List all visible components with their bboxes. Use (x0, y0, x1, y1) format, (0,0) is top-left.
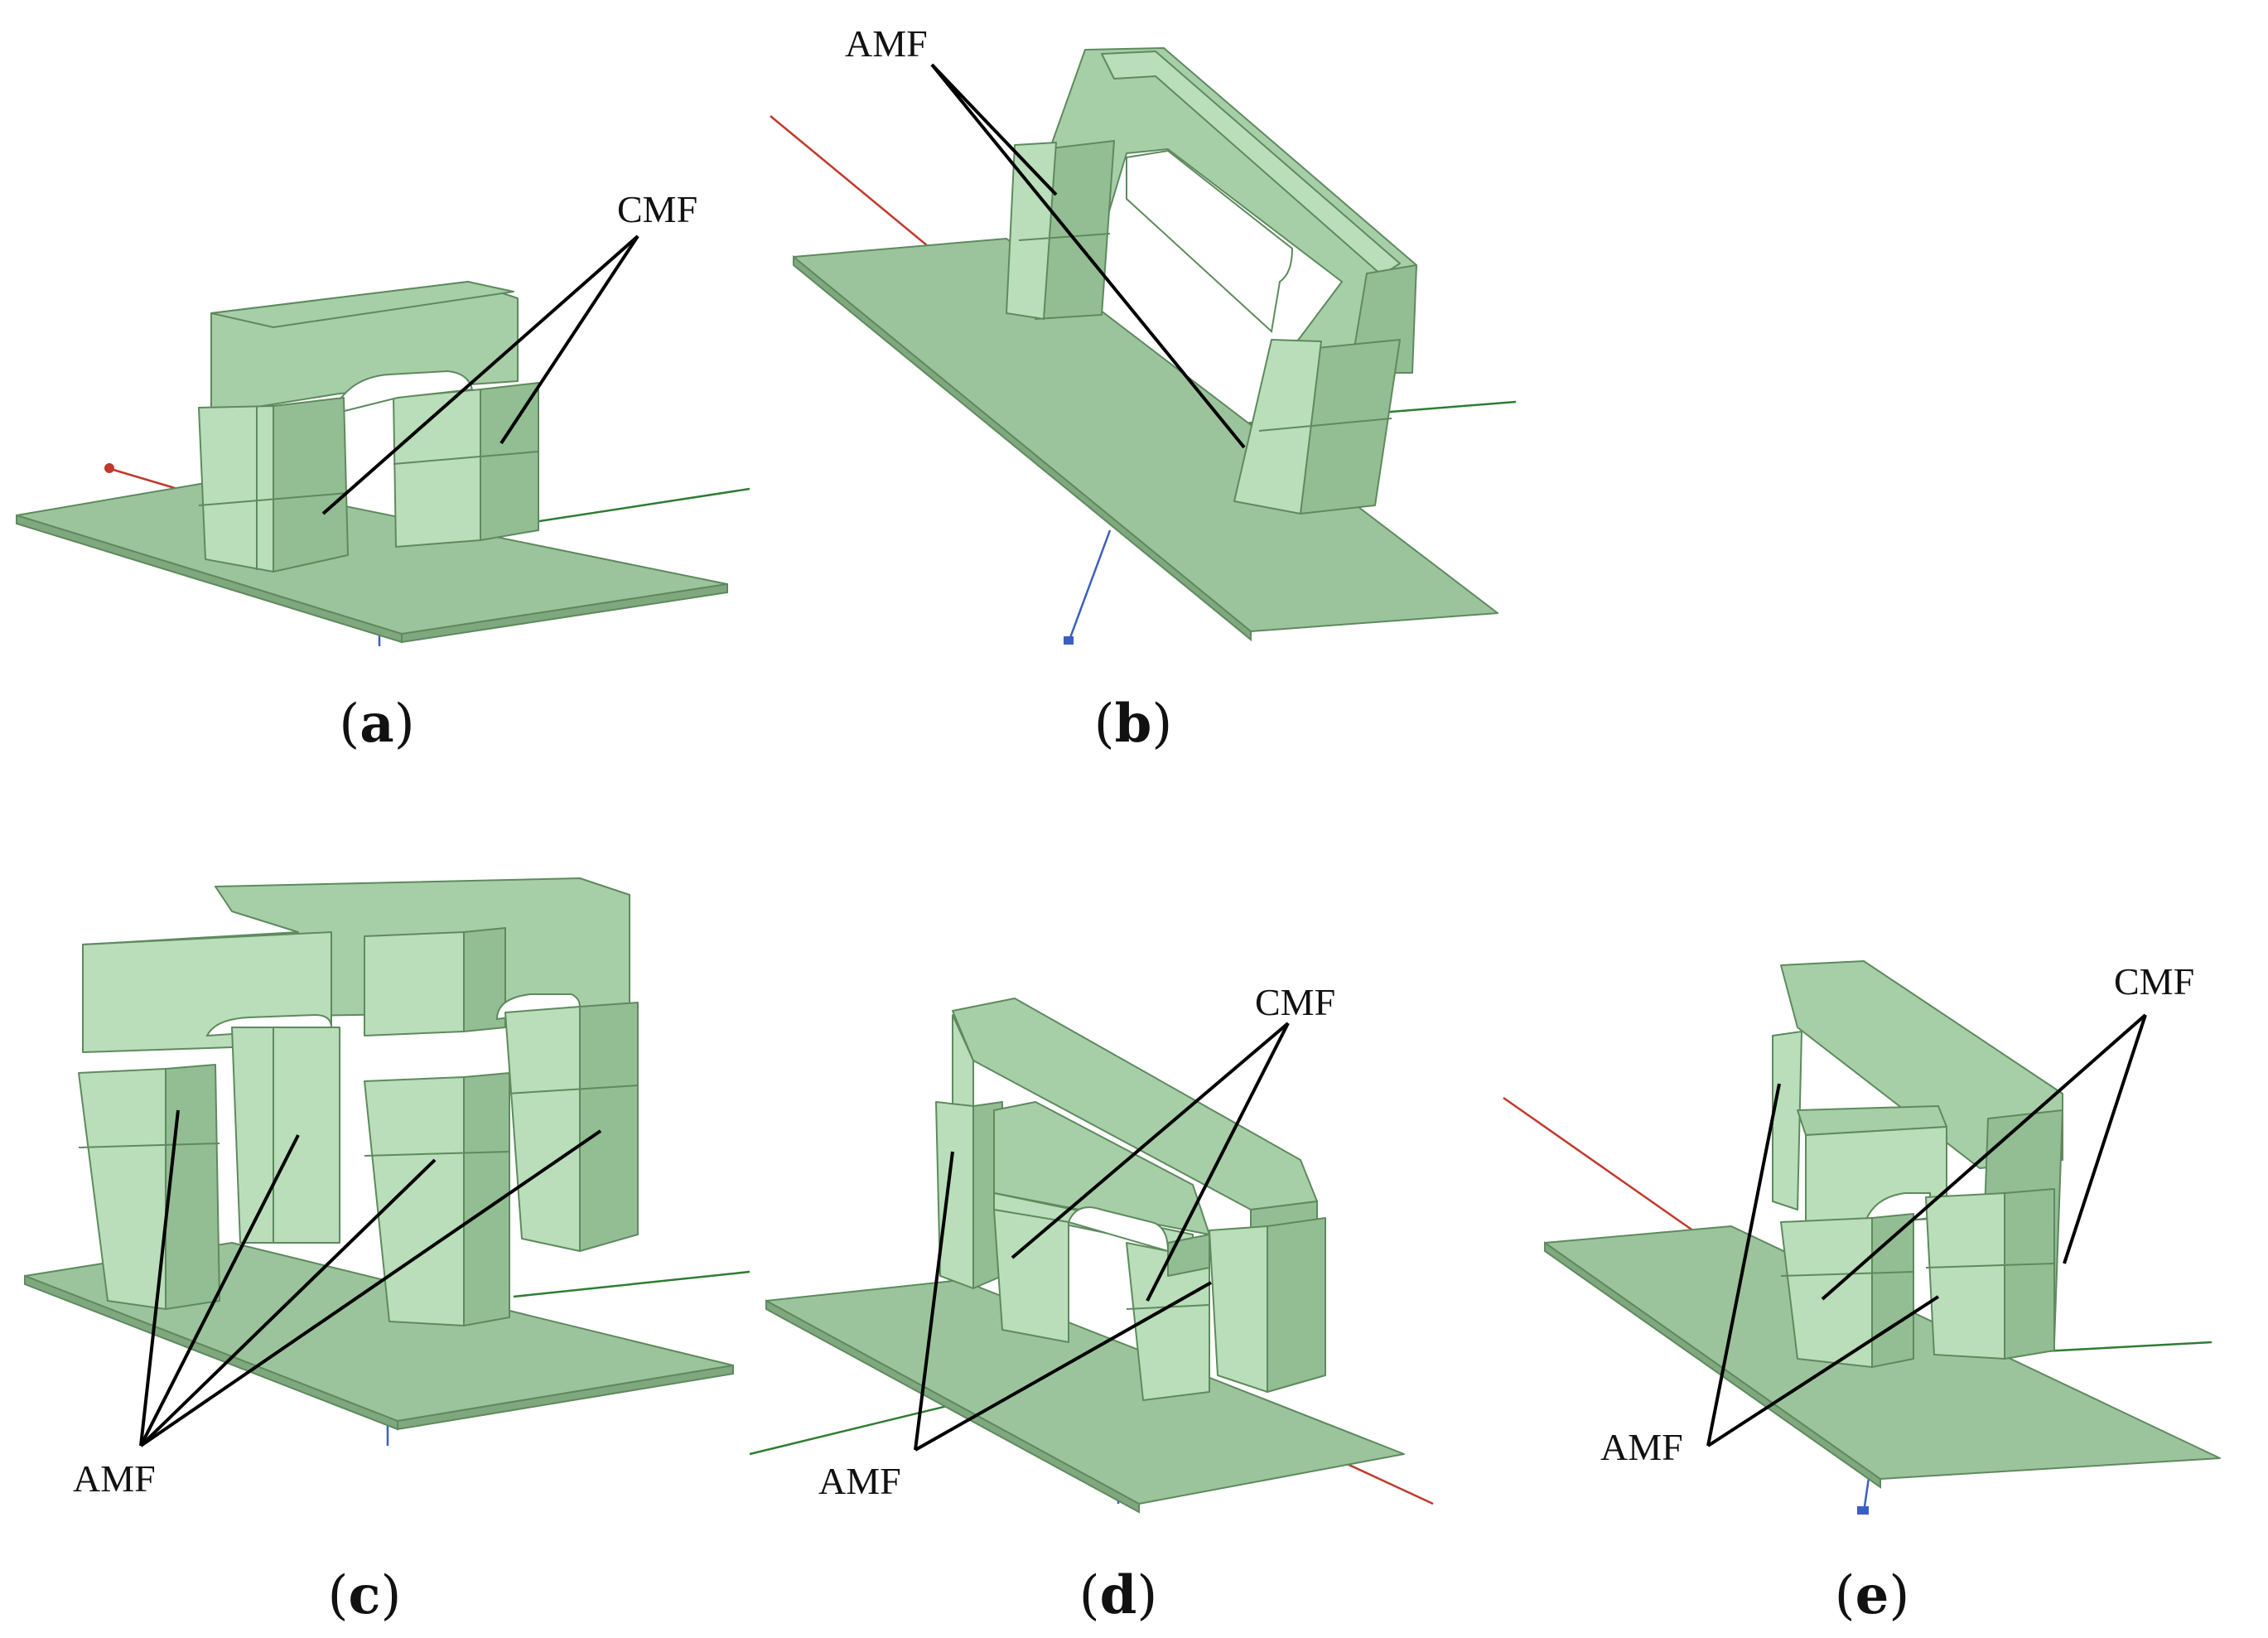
label-cmf-e: CMF (2114, 960, 2194, 1003)
core-leg-cmf-left-e (1780, 1217, 1873, 1368)
core-leg-cmf-right-e (1925, 1192, 2005, 1360)
label-amf-b: AMF (845, 22, 928, 65)
core-front-d (993, 1101, 1210, 1235)
leader-amf-b-2 (930, 63, 1246, 449)
core-leg-back-left-e (1772, 1031, 1802, 1210)
axis-y-c (513, 1270, 750, 1298)
leader-cmf-e-2 (2063, 1014, 2147, 1264)
core-back-e (1780, 960, 2063, 1169)
leader-cmf-d-1 (1011, 1022, 1290, 1259)
core-leg-back-right-d (1209, 1225, 1268, 1393)
core-leg-front-left-c (78, 1068, 166, 1310)
core-leg-left-b (1006, 142, 1057, 320)
leader-cmf-a-2 (499, 234, 639, 445)
core-leg-back-left-d (935, 1101, 974, 1289)
panel-c: AMF (c) (24, 877, 750, 1626)
core-leg-front-right-c (364, 1076, 465, 1326)
label-amf-d: AMF (818, 1460, 901, 1502)
panel-a: CMF (a) (16, 188, 750, 755)
caption-c: (c) (328, 1564, 402, 1626)
leader-amf-d-2 (914, 1281, 1212, 1452)
axis-x-marker-a (104, 463, 114, 473)
leader-amf-b-1 (930, 63, 1058, 196)
label-cmf-a: CMF (617, 188, 697, 230)
axis-z-marker-b (1064, 636, 1074, 645)
core-top-a (210, 281, 514, 328)
panel-d: CMF AMF (d) (749, 981, 1434, 1626)
core-leg-back-mid-c (231, 1027, 340, 1244)
leader-cmf-a-1 (321, 234, 639, 515)
label-amf-c: AMF (73, 1457, 156, 1500)
leader-amf-e-1 (1706, 1083, 1781, 1447)
label-cmf-d: CMF (1255, 981, 1335, 1023)
panel-b: AMF (b) (770, 22, 1517, 755)
core-leg-right-b (1233, 339, 1322, 515)
leader-amf-d-1 (914, 1151, 954, 1451)
caption-e: (e) (1835, 1564, 1910, 1626)
leader-cmf-e-1 (1821, 1013, 2147, 1301)
caption-b: (b) (1094, 693, 1173, 755)
leader-amf-c-4 (139, 1129, 602, 1447)
label-amf-e: AMF (1600, 1426, 1683, 1468)
core-leg-back-right-c (504, 1006, 581, 1252)
leader-cmf-d-2 (1146, 1022, 1290, 1302)
leader-amf-e-2 (1706, 1295, 1940, 1447)
leader-amf-c-2 (139, 1134, 300, 1447)
leader-amf-c-1 (139, 1109, 180, 1447)
caption-d: (d) (1079, 1564, 1158, 1626)
core-leg-left-a (198, 405, 274, 573)
panel-e: CMF AMF (e) (1503, 960, 2221, 1626)
leader-amf-c-3 (139, 1158, 437, 1447)
axis-z-marker-e (1857, 1506, 1869, 1515)
axis-z-b (1067, 529, 1112, 643)
caption-a: (a) (339, 693, 414, 755)
